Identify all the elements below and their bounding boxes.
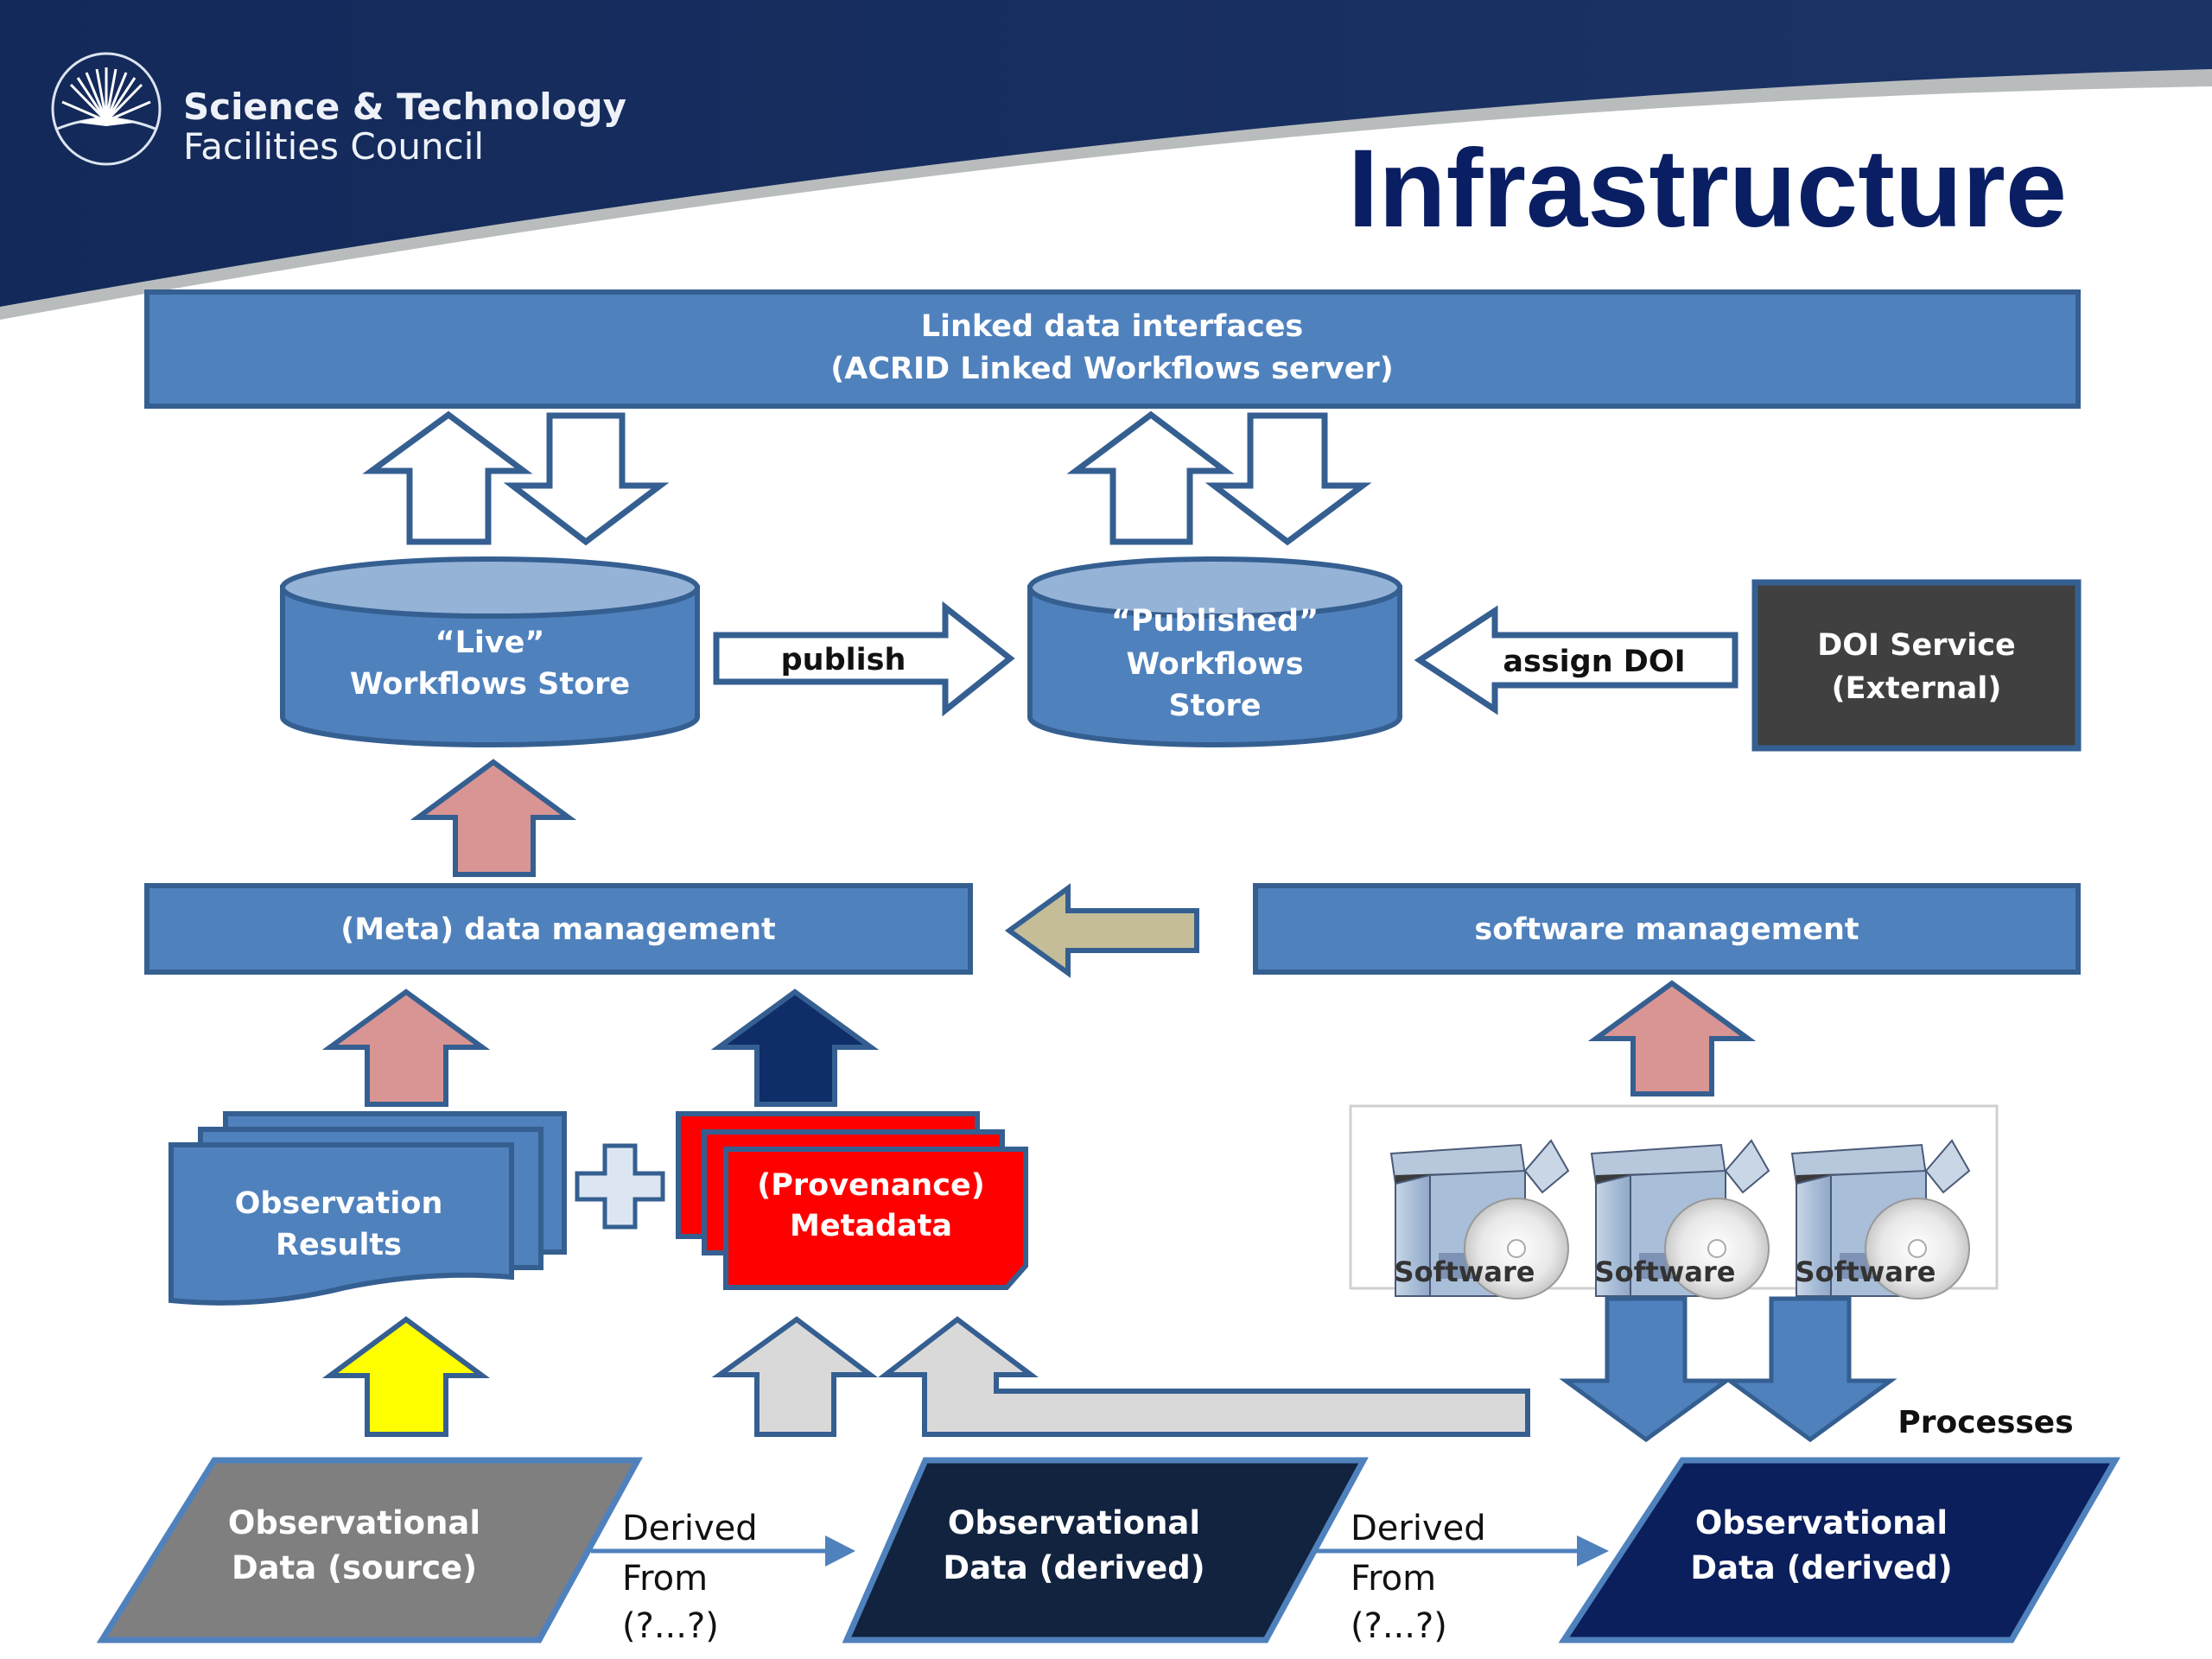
- published-workflows-store: “Published” Workflows Store: [1027, 556, 1402, 747]
- observation-results-docs: Observation Results: [168, 1111, 567, 1306]
- down-arrow-outline-icon: [503, 412, 670, 546]
- processes-label: Processes: [1897, 1405, 2073, 1440]
- up-arrow-pink-icon: [321, 988, 491, 1107]
- cd-disc-icon: [1464, 1198, 1569, 1300]
- software-label: Software: [1595, 1255, 1736, 1288]
- derived-from-1-line3: (?...?): [622, 1606, 719, 1646]
- live-store-line1: “Live”: [435, 626, 545, 660]
- derived-data-1-line1: Observational: [948, 1504, 1200, 1541]
- software-label: Software: [1796, 1255, 1936, 1288]
- up-arrow-outline-icon: [362, 410, 533, 545]
- down-arrow-outline-icon: [1205, 412, 1372, 546]
- doi-service-line1: DOI Service: [1817, 628, 2016, 663]
- stfc-logo: Science & Technology Facilities Council: [51, 52, 626, 168]
- header-banner: [0, 0, 2212, 320]
- source-data-node: Observational Data (source): [96, 1457, 643, 1643]
- publish-arrow: publish: [713, 601, 1015, 717]
- header-navy-band: [0, 0, 2212, 307]
- left-arrow-tan-icon: [1004, 883, 1199, 978]
- provenance-line2: Metadata: [790, 1209, 952, 1243]
- software-package: Software: [1790, 1139, 1971, 1300]
- up-arrow-pink-icon: [410, 759, 577, 877]
- live-store-line2: Workflows Store: [350, 667, 630, 702]
- published-store-line1: “Published”: [1111, 604, 1319, 639]
- org-name-line1: Science & Technology: [183, 86, 626, 128]
- provenance-metadata-docs: (Provenance) Metadata: [676, 1111, 1028, 1290]
- elbow-arrow-grey-icon: [878, 1316, 1530, 1437]
- linked-data-interfaces-box: Linked data interfaces (ACRID Linked Wor…: [144, 289, 2081, 409]
- derived-from-2-line3: (?...?): [1351, 1606, 1447, 1646]
- cd-disc-icon: [1664, 1198, 1770, 1300]
- derived-from-1-line1: Derived: [622, 1509, 758, 1548]
- derived-from-connector-2: Derived From (?...?): [1315, 1509, 1609, 1646]
- software-management-box: software management: [1253, 883, 2081, 975]
- arrowhead-icon: [825, 1535, 855, 1567]
- cd-disc-icon: [1865, 1198, 1970, 1300]
- doi-service-box: DOI Service (External): [1751, 579, 2082, 752]
- plus-icon: [575, 1143, 665, 1230]
- down-arrow-blue-icon: [1723, 1296, 1897, 1443]
- derived-data-2-line2: Data (derived): [1690, 1549, 1952, 1586]
- up-arrow-pink-icon: [1587, 980, 1757, 1096]
- software-package: Software: [1389, 1139, 1570, 1300]
- provenance-line1: (Provenance): [757, 1168, 984, 1203]
- observation-results-line2: Results: [276, 1228, 402, 1262]
- source-data-line2: Data (source): [232, 1549, 477, 1586]
- derived-from-connector-1: Derived From (?...?): [591, 1509, 855, 1646]
- sunburst-logo-icon: [51, 52, 162, 166]
- page-title: Infrastructure: [1348, 127, 2067, 251]
- up-arrow-grey-icon: [711, 1316, 878, 1437]
- up-arrow-navy-icon: [710, 988, 880, 1107]
- software-management-label: software management: [1474, 912, 1859, 947]
- derived-data-1-line2: Data (derived): [943, 1549, 1205, 1586]
- software-packages-panel: Software Software: [1349, 1104, 1999, 1300]
- up-arrow-yellow-icon: [321, 1316, 491, 1437]
- software-package: Software: [1590, 1139, 1770, 1300]
- publish-label: publish: [781, 643, 906, 677]
- meta-data-management-box: (Meta) data management: [144, 883, 973, 975]
- meta-management-label: (Meta) data management: [340, 912, 776, 947]
- derived-from-2-line1: Derived: [1351, 1509, 1486, 1548]
- derived-data-node-2: Observational Data (derived): [1558, 1457, 2121, 1643]
- doi-service-line2: (External): [1832, 671, 2002, 706]
- published-store-line2: Workflows: [1126, 647, 1303, 682]
- software-label: Software: [1395, 1255, 1535, 1288]
- linked-data-line1: Linked data interfaces: [921, 309, 1304, 344]
- derived-from-2-line2: From: [1351, 1559, 1436, 1599]
- arrowhead-icon: [1577, 1535, 1609, 1567]
- assign-doi-label: assign DOI: [1503, 645, 1685, 679]
- derived-from-1-line2: From: [622, 1559, 708, 1599]
- assign-doi-arrow: assign DOI: [1414, 605, 1738, 715]
- down-arrow-blue-icon: [1559, 1296, 1733, 1443]
- observation-results-line1: Observation: [235, 1186, 443, 1221]
- live-workflows-store: “Live” Workflows Store: [280, 556, 700, 747]
- derived-data-node-1: Observational Data (derived): [842, 1457, 1369, 1643]
- source-data-line1: Observational: [228, 1504, 480, 1541]
- up-arrow-outline-icon: [1066, 410, 1235, 545]
- derived-data-2-line1: Observational: [1695, 1504, 1948, 1541]
- published-store-line3: Store: [1169, 689, 1262, 723]
- org-name-line2: Facilities Council: [183, 125, 484, 168]
- linked-data-line2: (ACRID Linked Workflows server): [830, 352, 1393, 386]
